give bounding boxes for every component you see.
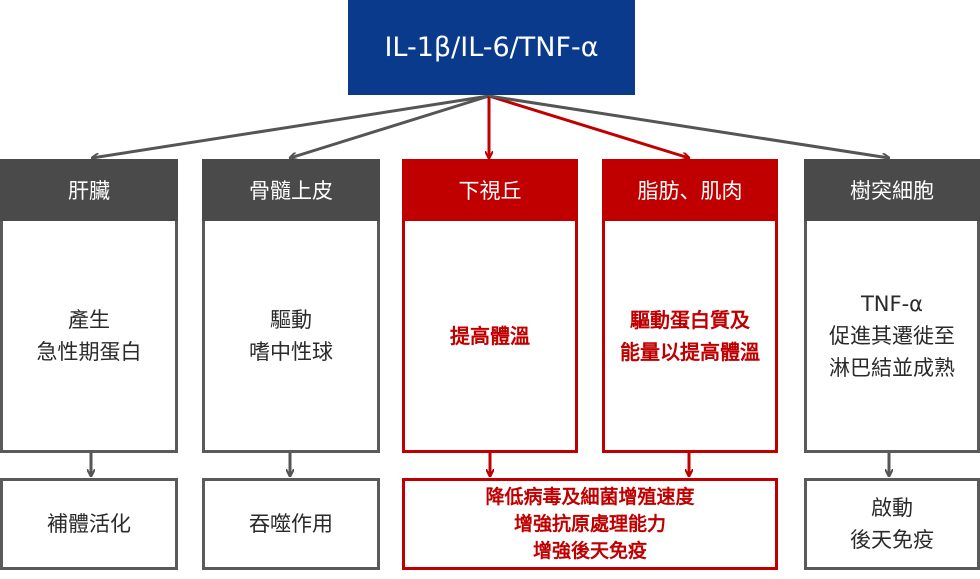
cytokine-label: IL-1β/IL-6/TNF-α: [384, 32, 599, 63]
arrow-to-dendritic: [488, 94, 889, 158]
shared-result-line-3: 增強後天免疫: [532, 539, 647, 562]
liver-result: 補體活化: [0, 478, 178, 570]
liver-body-line-2: 急性期蛋白: [36, 339, 142, 364]
bone-marrow-result-text: 吞噬作用: [249, 512, 333, 536]
dendritic-body: TNF-α 促進其遷徙至 淋巴結並成熟: [804, 221, 980, 453]
fat-muscle-body-line-2: 能量以提高體溫: [620, 339, 760, 364]
arrow-to-fat-muscle: [488, 94, 689, 158]
shared-result-line-1: 降低病毒及細菌增殖速度: [485, 485, 695, 508]
cytokine-box: IL-1β/IL-6/TNF-α: [348, 0, 635, 95]
bone-marrow-header: 骨髓上皮: [202, 159, 380, 221]
bone-marrow-body-line-2: 嗜中性球: [249, 339, 333, 364]
dendritic-body-line-1: TNF-α: [860, 291, 924, 316]
bone-marrow-header-text: 骨髓上皮: [249, 179, 333, 203]
dendritic-header: 樹突細胞: [804, 159, 980, 221]
hypothalamus-header-text: 下視丘: [458, 179, 522, 203]
dendritic-body-line-2: 促進其遷徙至: [829, 323, 955, 348]
arrow-to-liver: [92, 94, 490, 158]
hypothalamus-header: 下視丘: [402, 159, 578, 221]
liver-body-line-1: 產生: [68, 307, 110, 332]
liver-body: 產生 急性期蛋白: [0, 221, 178, 453]
bone-marrow-result: 吞噬作用: [202, 478, 380, 570]
bone-marrow-body: 驅動 嗜中性球: [202, 221, 380, 453]
shared-result-line-2: 增強抗原處理能力: [513, 512, 666, 535]
fat-muscle-body-line-1: 驅動蛋白質及: [630, 307, 750, 332]
dendritic-result-line-2: 後天免疫: [850, 528, 934, 552]
fat-muscle-body: 驅動蛋白質及 能量以提高體溫: [602, 221, 778, 453]
liver-result-text: 補體活化: [47, 512, 131, 536]
liver-header-text: 肝臟: [68, 179, 110, 203]
hypothalamus-body: 提高體溫: [402, 221, 578, 453]
fat-muscle-header-text: 脂肪、肌肉: [637, 179, 743, 203]
arrow-to-bone-marrow: [290, 94, 490, 158]
liver-header: 肝臟: [0, 159, 178, 221]
hypothalamus-body-line-1: 提高體溫: [450, 323, 530, 348]
dendritic-result: 啟動 後天免疫: [804, 478, 980, 570]
fat-muscle-header: 脂肪、肌肉: [602, 159, 778, 221]
shared-result: 降低病毒及細菌增殖速度 增強抗原處理能力 增強後天免疫: [402, 478, 778, 570]
dendritic-body-line-3: 淋巴結並成熟: [829, 355, 955, 380]
dendritic-result-line-1: 啟動: [871, 496, 913, 520]
dendritic-header-text: 樹突細胞: [850, 179, 934, 203]
bone-marrow-body-line-1: 驅動: [270, 307, 312, 332]
